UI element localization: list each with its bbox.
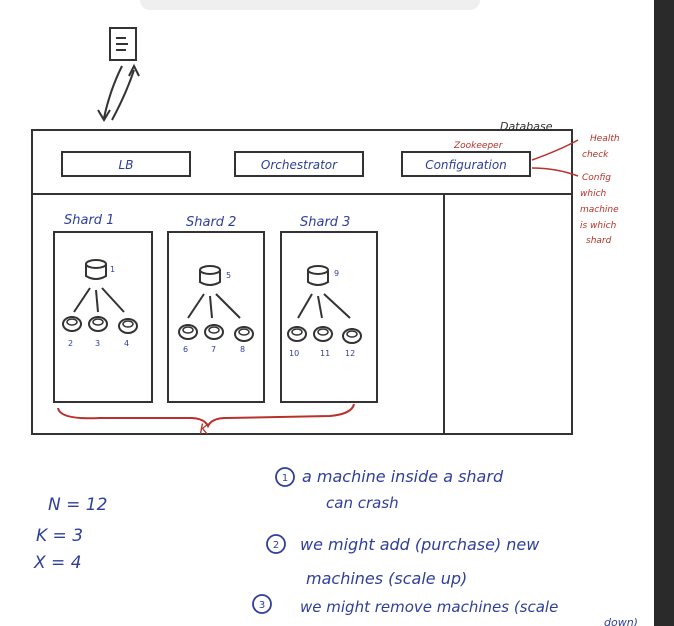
replica-node-number: 8 bbox=[240, 345, 245, 354]
replica-node-number: 12 bbox=[345, 349, 355, 358]
orchestrator-box bbox=[234, 151, 364, 177]
note-line: we might remove machines (scale bbox=[300, 598, 558, 616]
note-number: 1 bbox=[282, 473, 288, 484]
config-note-line: which bbox=[580, 189, 607, 199]
database-box bbox=[31, 129, 573, 435]
shard-label: Shard 1 bbox=[64, 213, 114, 228]
master-node-icon bbox=[199, 265, 221, 286]
note-3: 3 we might remove machines (scale down) bbox=[252, 594, 638, 626]
note-number: 3 bbox=[259, 600, 265, 611]
lb-box bbox=[61, 151, 191, 177]
config-note-line: Config bbox=[582, 173, 611, 183]
master-node-number: 9 bbox=[334, 269, 339, 278]
shard-label: Shard 3 bbox=[300, 215, 350, 230]
window-edge-bar bbox=[654, 0, 674, 626]
config-note-line: check bbox=[582, 150, 609, 160]
config-note: Health check Config which machine is whi… bbox=[580, 134, 620, 246]
note-line: machines (scale up) bbox=[306, 569, 467, 588]
replica-node-number: 10 bbox=[289, 349, 299, 358]
configuration-box bbox=[401, 151, 531, 177]
config-note-line: machine bbox=[580, 205, 619, 215]
replica-node-number: 7 bbox=[211, 345, 216, 354]
config-note-line: Health bbox=[590, 134, 620, 144]
note-line: we might add (purchase) new bbox=[300, 535, 540, 554]
replica-node-icon bbox=[287, 326, 307, 342]
replica-node-icon bbox=[342, 328, 362, 344]
shard-1-tree: 1 2 3 4 bbox=[62, 259, 138, 348]
top-edge-glow bbox=[140, 0, 480, 10]
note-1: 1 a machine inside a shard can crash bbox=[275, 467, 504, 512]
replica-node-icon bbox=[204, 324, 224, 340]
shard-3-tree: 9 10 11 12 bbox=[287, 265, 362, 358]
orchestrator-label: Orchestrator bbox=[261, 158, 338, 172]
variable-k: K = 3 bbox=[36, 526, 83, 546]
shard-label: Shard 2 bbox=[186, 215, 236, 230]
replica-node-number: 3 bbox=[95, 339, 100, 348]
replica-node-icon bbox=[178, 324, 198, 340]
shard-box bbox=[167, 231, 265, 403]
shard-box bbox=[280, 231, 378, 403]
note-number: 2 bbox=[273, 540, 279, 551]
client-device-icon bbox=[109, 27, 137, 61]
note-line: a machine inside a shard bbox=[302, 467, 504, 486]
note-line: down) bbox=[604, 616, 638, 626]
config-note-arrows bbox=[531, 139, 579, 177]
replica-node-icon bbox=[88, 316, 108, 332]
configuration-label: Configuration bbox=[425, 158, 507, 172]
variable-n: N = 12 bbox=[48, 495, 107, 515]
master-node-icon bbox=[85, 259, 107, 280]
replica-node-number: 6 bbox=[183, 345, 188, 354]
replica-node-icon bbox=[62, 316, 82, 332]
replica-node-icon bbox=[313, 326, 333, 342]
variable-x: X = 4 bbox=[33, 553, 82, 573]
master-node-number: 5 bbox=[226, 271, 231, 280]
config-note-line: is which bbox=[580, 221, 617, 231]
note-2: 2 we might add (purchase) new machines (… bbox=[266, 534, 540, 588]
note-line: can crash bbox=[326, 494, 399, 512]
zookeeper-label: Zookeeper bbox=[453, 141, 504, 151]
shard-box bbox=[53, 231, 153, 403]
replica-node-icon bbox=[118, 318, 138, 334]
replica-node-number: 4 bbox=[124, 339, 129, 348]
shard-count-brace bbox=[57, 403, 355, 429]
request-arrows bbox=[97, 63, 140, 122]
replica-node-icon bbox=[234, 326, 254, 342]
shard-2-tree: 5 6 7 8 bbox=[178, 265, 254, 354]
lb-label: LB bbox=[119, 158, 134, 172]
database-label: Database bbox=[500, 120, 553, 133]
config-note-line: shard bbox=[586, 236, 612, 246]
replica-node-number: 11 bbox=[320, 349, 330, 358]
master-node-number: 1 bbox=[110, 265, 115, 274]
master-node-icon bbox=[307, 265, 329, 286]
replica-node-number: 2 bbox=[68, 339, 73, 348]
brace-label: K bbox=[199, 422, 210, 438]
